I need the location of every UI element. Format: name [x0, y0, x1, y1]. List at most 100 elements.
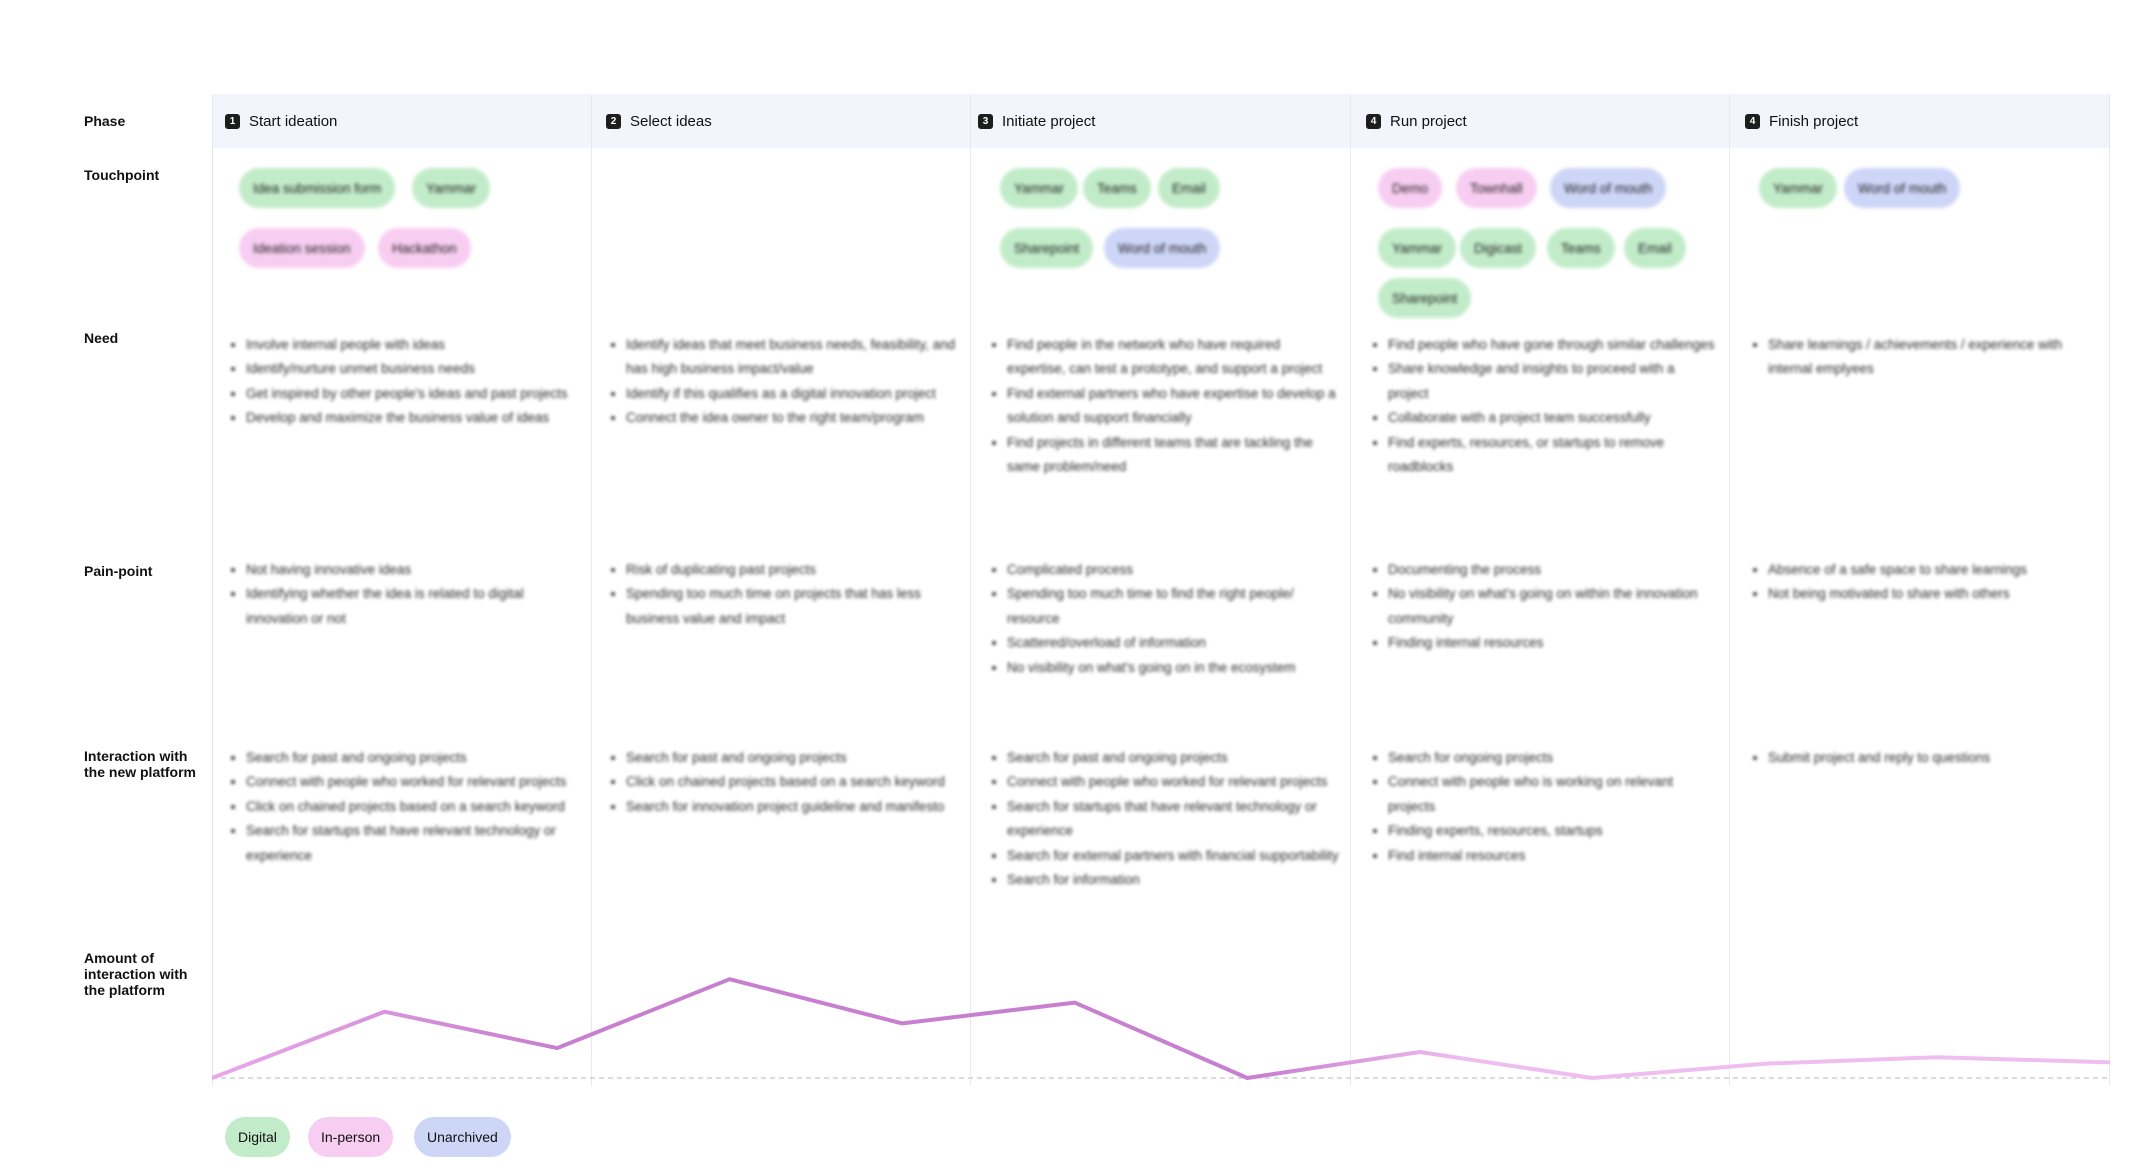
list-item: Share knowledge and insights to proceed … [1388, 357, 1718, 406]
phase-number-badge: 3 [978, 113, 993, 129]
list-item: Connect with people who worked for relev… [1007, 770, 1353, 794]
interactions-list: Search for past and ongoing projects Con… [232, 746, 602, 868]
list-item: Finding internal resources [1388, 631, 1732, 655]
phase-header-run-project: 4 Run project [1366, 94, 1467, 148]
list-item: Find people in the network who have requ… [1007, 333, 1337, 382]
phase-number-badge: 4 [1366, 113, 1381, 129]
row-label-phase: Phase [84, 113, 126, 129]
list-item: Identify ideas that meet business needs,… [626, 333, 976, 382]
touchpoint-chip: Yammar [1378, 228, 1457, 268]
list-item: Finding experts, resources, startups [1388, 819, 1718, 843]
interaction-amount-line [212, 977, 2110, 1080]
phase-title: Finish project [1769, 112, 1859, 130]
list-item: Identify if this qualifies as a digital … [626, 382, 976, 406]
interaction-amount-chart [212, 977, 2110, 1080]
needs-list: Find people in the network who have requ… [993, 333, 1337, 479]
needs-list: Involve internal people with ideas Ident… [232, 333, 602, 431]
touchpoint-chip: Word of mouth [1550, 168, 1667, 208]
touchpoint-chip: Teams [1547, 228, 1615, 268]
list-item: Get inspired by other people's ideas and… [246, 382, 602, 406]
touchpoint-chip: Sharepoint [1000, 228, 1094, 268]
touchpoint-chip: Yammar [1000, 168, 1079, 208]
column-divider [591, 94, 592, 1086]
list-item: Identify/nurture unmet business needs [246, 357, 602, 381]
touchpoint-chip: Sharepoint [1378, 278, 1472, 318]
touchpoint-chip: Idea submission form [239, 168, 396, 208]
touchpoint-chip: Teams [1083, 168, 1151, 208]
list-item: Search for external partners with financ… [1007, 844, 1353, 868]
touchpoint-chip: Email [1158, 168, 1220, 208]
list-item: Involve internal people with ideas [246, 333, 602, 357]
list-item: Develop and maximize the business value … [246, 406, 602, 430]
legend-in-person: In-person [308, 1117, 394, 1157]
list-item: Find external partners who have expertis… [1007, 382, 1337, 431]
list-item: Not having innovative ideas [246, 558, 586, 582]
list-item: Search for innovation project guideline … [626, 795, 982, 819]
phase-header-initiate-project: 3 Initiate project [978, 94, 1095, 148]
needs-list: Find people who have gone through simila… [1374, 333, 1718, 479]
list-item: Search for ongoing projects [1388, 746, 1718, 770]
touchpoint-chip: Email [1624, 228, 1686, 268]
phase-header-finish-project: 4 Finish project [1745, 94, 1858, 148]
list-item: Click on chained projects based on a sea… [246, 795, 602, 819]
column-divider [1350, 94, 1351, 1086]
needs-list: Share learnings / achievements / experie… [1754, 333, 2108, 382]
list-item: Spending too much time on projects that … [626, 582, 966, 631]
legend-unarchived: Unarchived [414, 1117, 511, 1157]
phase-number-badge: 2 [606, 113, 621, 129]
column-divider [1729, 94, 1730, 1086]
touchpoint-chip: Digicast [1460, 228, 1537, 268]
list-item: Collaborate with a project team successf… [1388, 406, 1718, 430]
list-item: Search for information [1007, 868, 1353, 892]
list-item: No visibility on what's going on in the … [1007, 656, 1347, 680]
pain-points-list: Risk of duplicating past projects Spendi… [612, 558, 966, 631]
list-item: Search for startups that have relevant t… [246, 819, 602, 868]
touchpoint-chip: Hackathon [378, 228, 471, 268]
row-label-interaction: Interaction with the new platform [84, 748, 197, 780]
phase-header-band [212, 94, 2110, 148]
list-item: Find people who have gone through simila… [1388, 333, 1718, 357]
interactions-list: Submit project and reply to questions [1754, 746, 2108, 770]
list-item: Identifying whether the idea is related … [246, 582, 586, 631]
list-item: Search for past and ongoing projects [246, 746, 602, 770]
interactions-list: Search for ongoing projects Connect with… [1374, 746, 1718, 868]
phase-number-badge: 1 [225, 113, 240, 129]
list-item: Connect with people who worked for relev… [246, 770, 602, 794]
phase-title: Start ideation [249, 112, 338, 130]
pain-points-list: Documenting the process No visibility on… [1374, 558, 1732, 656]
touchpoint-chip: Yammar [412, 168, 491, 208]
interactions-list: Search for past and ongoing projects Con… [993, 746, 1353, 892]
touchpoint-chip: Yammar [1759, 168, 1838, 208]
pain-points-list: Absence of a safe space to share learnin… [1754, 558, 2118, 607]
list-item: Share learnings / achievements / experie… [1768, 333, 2108, 382]
touchpoint-chip: Demo [1378, 168, 1443, 208]
touchpoint-chip: Ideation session [239, 228, 365, 268]
needs-list: Identify ideas that meet business needs,… [612, 333, 976, 431]
row-label-pain-point: Pain-point [84, 563, 153, 579]
pain-points-list: Complicated process Spending too much ti… [993, 558, 1347, 680]
row-label-touchpoint: Touchpoint [84, 167, 160, 183]
list-item: Connect the idea owner to the right team… [626, 406, 976, 430]
list-item: Scattered/overload of information [1007, 631, 1347, 655]
touchpoint-chip: Word of mouth [1844, 168, 1961, 208]
list-item: Find internal resources [1388, 844, 1718, 868]
list-item: Submit project and reply to questions [1768, 746, 2108, 770]
row-label-amount: Amount of interaction with the platform [84, 950, 188, 998]
list-item: Risk of duplicating past projects [626, 558, 966, 582]
list-item: Documenting the process [1388, 558, 1732, 582]
list-item: Click on chained projects based on a sea… [626, 770, 982, 794]
list-item: Not being motivated to share with others [1768, 582, 2118, 606]
phase-title: Run project [1390, 112, 1467, 130]
legend-digital: Digital [225, 1117, 290, 1157]
list-item: Search for past and ongoing projects [1007, 746, 1353, 770]
list-item: Absence of a safe space to share learnin… [1768, 558, 2118, 582]
column-divider [2109, 94, 2110, 1086]
touchpoint-chip: Word of mouth [1104, 228, 1221, 268]
phase-title: Select ideas [630, 112, 712, 130]
column-divider [970, 94, 971, 1086]
touchpoint-chip: Townhall [1456, 168, 1537, 208]
row-label-need: Need [84, 330, 119, 346]
list-item: No visibility on what's going on within … [1388, 582, 1732, 631]
list-item: Find projects in different teams that ar… [1007, 431, 1337, 480]
pain-points-list: Not having innovative ideas Identifying … [232, 558, 586, 631]
